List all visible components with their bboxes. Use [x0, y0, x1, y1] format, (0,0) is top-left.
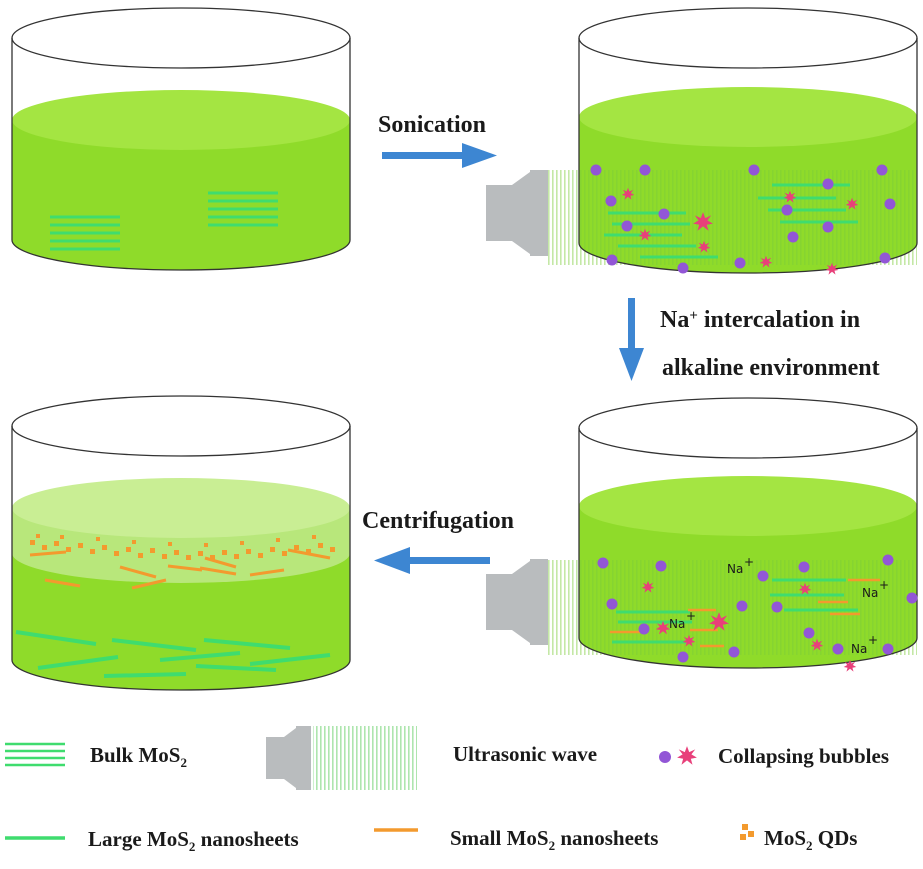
sonication-arrow	[382, 143, 497, 168]
intercalation-label-line2: alkaline environment	[662, 355, 880, 381]
svg-text:+: +	[686, 609, 696, 623]
sonication-label: Sonication	[378, 112, 487, 138]
na-ion-labels: Na + Na + Na + Na +	[669, 555, 889, 656]
centrifugation-arrow	[374, 547, 490, 574]
ultrasonic-transducer-top	[486, 170, 548, 256]
legend-bubbles-label: Collapsing bubbles	[718, 744, 889, 768]
beaker-centrifuged	[11, 395, 351, 691]
beaker-sonication	[548, 7, 918, 275]
legend-bulk-label: Bulk MoS2	[90, 743, 187, 770]
bulk-mos2-stack-left	[50, 215, 120, 251]
ultrasonic-transducer-bottom	[486, 559, 548, 645]
legend-bulk-mos2-icon	[5, 742, 65, 767]
beaker-intercalation: Na + Na + Na + Na +	[548, 397, 918, 672]
large-mos2-sheets-exfoliated	[612, 578, 858, 644]
beaker-bulk	[11, 7, 351, 271]
centrifugation-label: Centrifugation	[362, 508, 514, 534]
svg-text:+: +	[868, 633, 878, 647]
legend-qds-label: MoS2 QDs	[764, 826, 858, 853]
intercalation-arrow	[619, 298, 644, 381]
svg-text:+: +	[744, 555, 754, 569]
na-ion-label: Na	[862, 586, 878, 600]
legend-bubbles-icon	[659, 746, 697, 765]
small-mos2-sheets	[29, 548, 331, 590]
legend-qds-icon	[740, 824, 754, 840]
legend-large-label: Large MoS2 nanosheets	[88, 827, 299, 854]
svg-text:+: +	[879, 578, 889, 592]
bulk-mos2-stack-right	[208, 191, 278, 227]
legend-ultrasonic-label: Ultrasonic wave	[453, 742, 598, 766]
na-ion-label: Na	[727, 562, 743, 576]
small-mos2-sheets-intercalated	[610, 578, 880, 648]
legend-ultrasonic-icon	[266, 726, 417, 790]
na-ion-label: Na	[669, 617, 685, 631]
na-ion-label: Na	[851, 642, 867, 656]
collapsing-bubbles	[590, 164, 896, 275]
intercalation-label: Na+ intercalation in	[660, 307, 861, 333]
mos2-qds	[30, 534, 335, 560]
collapsing-bubbles-2	[597, 554, 918, 672]
legend-small-label: Small MoS2 nanosheets	[450, 826, 659, 853]
large-mos2-sheets-settled	[15, 630, 331, 678]
